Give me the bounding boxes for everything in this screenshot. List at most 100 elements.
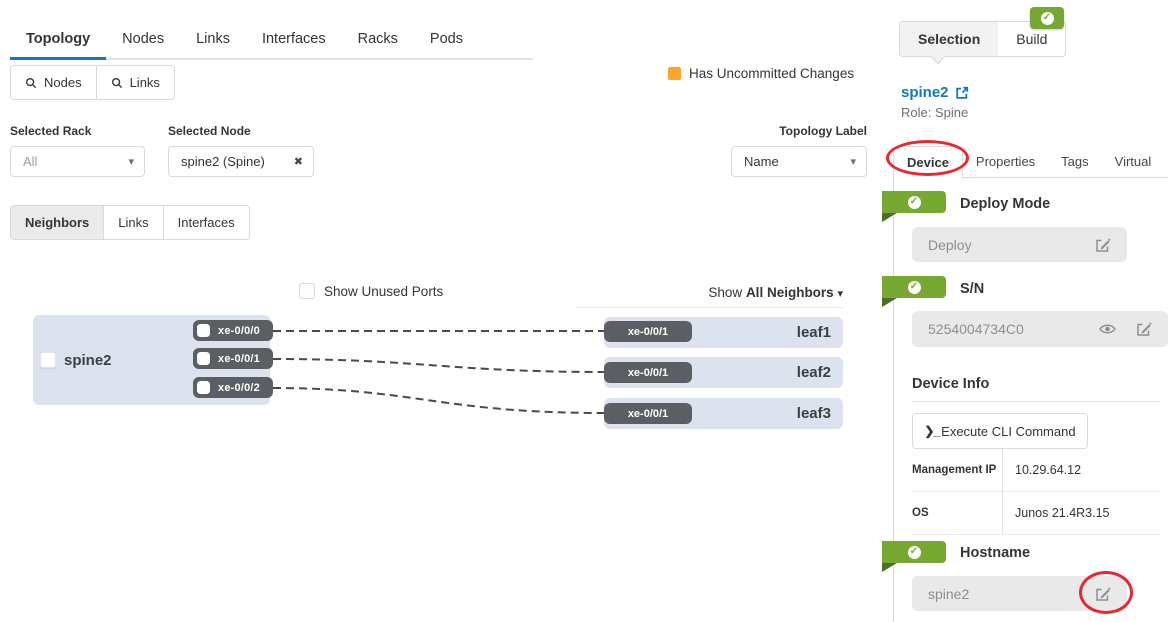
selected-node-label: Selected Node (168, 124, 251, 138)
panel-tab-selection[interactable]: Selection (900, 22, 999, 56)
leaf-port-chip[interactable]: xe-0/0/1 (604, 321, 692, 342)
check-icon: ✓ (907, 280, 921, 294)
serial-status-ribbon: ✓ (882, 276, 946, 307)
leaf-port-chip[interactable]: xe-0/0/1 (604, 403, 692, 424)
node-role-label: Role: Spine (901, 105, 969, 120)
edit-icon[interactable] (1136, 321, 1152, 337)
external-link-icon (955, 86, 969, 100)
panel-left-border (893, 177, 894, 622)
show-unused-ports-toggle[interactable]: Show Unused Ports (299, 283, 443, 299)
build-status-badge: ✓ (1030, 7, 1064, 29)
device-info-title: Device Info (912, 376, 1160, 402)
spine-port-chip[interactable]: xe-0/0/2 (193, 377, 273, 398)
show-unused-ports-label: Show Unused Ports (324, 283, 444, 299)
neighbors-divider (575, 307, 843, 308)
port-checkbox[interactable] (197, 381, 210, 394)
serial-title: S/N (960, 281, 985, 297)
leaf-node-label: leaf1 (796, 324, 831, 341)
chevron-down-icon: ▾ (128, 156, 134, 168)
tab-pods[interactable]: Pods (429, 31, 463, 47)
leaf-node-label: leaf2 (796, 364, 831, 381)
hostname-field: spine2 (912, 576, 1127, 611)
show-neighbors-dropdown[interactable]: Show All Neighbors ▾ (604, 285, 843, 300)
hostname-status-ribbon: ✓ (882, 541, 946, 572)
links-search-label: Links (129, 75, 160, 90)
leaf-node-label: leaf3 (796, 405, 831, 422)
execute-cli-button[interactable]: ❯_ Execute CLI Command (912, 413, 1088, 449)
search-icon (25, 77, 37, 89)
port-label: xe-0/0/2 (218, 381, 260, 394)
spine-port-chip[interactable]: xe-0/0/1 (193, 348, 273, 369)
os-label: OS (912, 507, 929, 519)
selected-node-select[interactable]: spine2 (Spine) ✖ (168, 146, 314, 177)
search-button-group: Nodes Links (10, 65, 175, 100)
deploy-mode-value: Deploy (928, 236, 972, 253)
check-icon: ✓ (907, 195, 921, 209)
hostname-title: Hostname (960, 545, 1031, 561)
clear-node-icon[interactable]: ✖ (293, 156, 303, 168)
uncommitted-swatch-icon (668, 67, 681, 80)
chevron-down-icon: ▾ (850, 156, 856, 168)
detail-tab-properties[interactable]: Properties (975, 154, 1036, 169)
show-neighbors-prefix: Show (708, 285, 743, 300)
check-icon: ✓ (1040, 11, 1054, 25)
edit-icon[interactable] (1095, 237, 1111, 253)
tab-interfaces[interactable]: Interfaces (261, 31, 326, 47)
management-ip-value: 10.29.64.12 (1002, 449, 1160, 491)
port-checkbox[interactable] (197, 352, 210, 365)
topology-label-label: Topology Label (779, 124, 867, 138)
port-label: xe-0/0/1 (627, 325, 669, 338)
eye-icon[interactable] (1099, 322, 1116, 336)
leaf-port-chip[interactable]: xe-0/0/1 (604, 362, 692, 383)
table-row: Management IP 10.29.64.12 (912, 449, 1160, 492)
table-row: OS Junos 21.4R3.15 (912, 492, 1160, 535)
detail-tab-tags[interactable]: Tags (1061, 154, 1089, 169)
search-icon (111, 77, 123, 89)
port-checkbox[interactable] (197, 324, 210, 337)
links-search-button[interactable]: Links (95, 66, 174, 99)
management-ip-label: Management IP (912, 464, 997, 476)
os-value: Junos 21.4R3.15 (1002, 492, 1160, 534)
view-tab-neighbors[interactable]: Neighbors (11, 206, 104, 239)
spine-node-checkbox[interactable] (40, 352, 56, 368)
execute-cli-label: Execute CLI Command (941, 423, 1076, 439)
deploy-mode-status-ribbon: ✓ (882, 191, 946, 222)
detail-tabs: Device Properties Tags Virtual (893, 146, 1168, 179)
port-label: xe-0/0/0 (218, 324, 260, 337)
show-neighbors-value: All Neighbors (745, 285, 834, 300)
show-unused-ports-checkbox[interactable] (299, 283, 315, 299)
hostname-value: spine2 (928, 585, 970, 602)
edit-icon[interactable] (1095, 586, 1111, 602)
selected-rack-label: Selected Rack (10, 124, 92, 138)
serial-field: 5254004734C0 (912, 311, 1168, 347)
spine-port-chip[interactable]: xe-0/0/0 (193, 320, 273, 341)
deploy-mode-field: Deploy (912, 227, 1127, 262)
serial-value: 5254004734C0 (928, 321, 1024, 337)
detail-tab-device[interactable]: Device (893, 146, 963, 179)
tab-links[interactable]: Links (196, 31, 230, 47)
spine-node-label: spine2 (64, 352, 112, 369)
nodes-search-label: Nodes (44, 75, 82, 90)
detail-tab-virtual[interactable]: Virtual (1114, 154, 1152, 169)
spine2-node-link[interactable]: spine2 (901, 84, 969, 101)
topology-label-value: Name (744, 154, 779, 169)
node-link-label: spine2 (901, 84, 949, 101)
view-tabs-group: Neighbors Links Interfaces (10, 205, 250, 240)
main-tabs: Topology Nodes Links Interfaces Racks Po… (10, 22, 533, 60)
tab-racks[interactable]: Racks (357, 31, 398, 47)
port-label: xe-0/0/1 (218, 352, 260, 365)
topology-label-select[interactable]: Name ▾ (731, 146, 867, 177)
selected-rack-value: All (23, 154, 38, 169)
deploy-mode-title: Deploy Mode (960, 196, 1051, 212)
selected-rack-select[interactable]: All ▾ (10, 146, 145, 177)
selected-node-value: spine2 (Spine) (181, 154, 265, 169)
tab-topology[interactable]: Topology (10, 22, 107, 60)
panel-tab-build[interactable]: Build (1016, 31, 1048, 47)
chevron-down-icon: ▾ (837, 288, 843, 300)
nodes-search-button[interactable]: Nodes (11, 66, 96, 99)
tab-nodes[interactable]: Nodes (122, 31, 165, 47)
uncommitted-changes-legend: Has Uncommitted Changes (668, 66, 854, 81)
port-label: xe-0/0/1 (627, 366, 669, 379)
view-tab-interfaces[interactable]: Interfaces (162, 206, 249, 239)
view-tab-links[interactable]: Links (103, 206, 163, 239)
